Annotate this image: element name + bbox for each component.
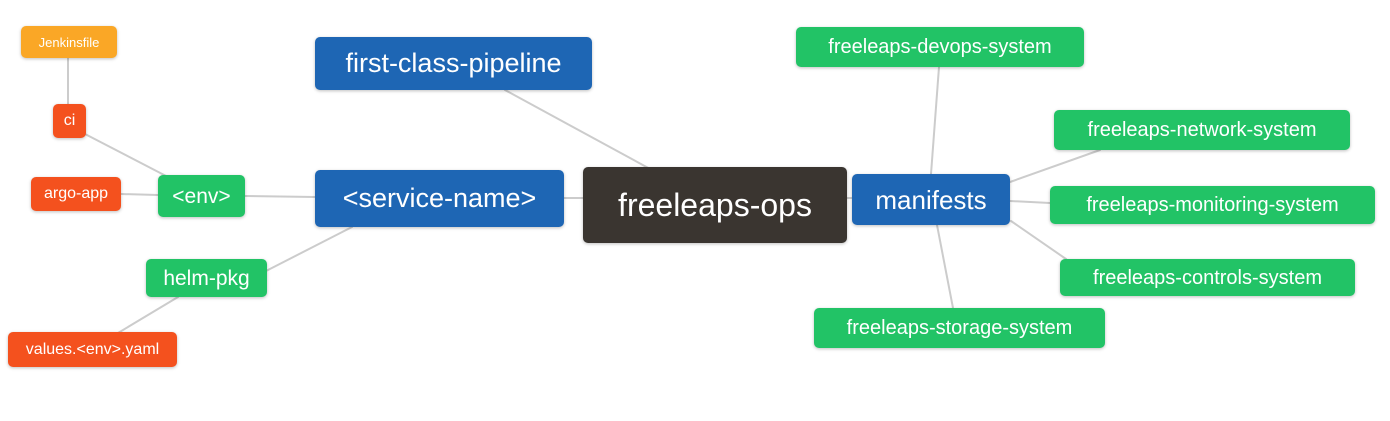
node-label: argo-app xyxy=(43,185,109,202)
node-label: freeleaps-ops xyxy=(618,187,812,223)
node-label: Jenkinsfile xyxy=(38,34,100,50)
edge-env-service-name xyxy=(244,195,316,198)
node-freeleaps-monitoring-system[interactable]: freeleaps-monitoring-system xyxy=(1050,186,1375,224)
node-label: first-class-pipeline xyxy=(345,48,562,78)
edge-service-name-helm-pkg xyxy=(265,226,353,272)
node-label: freeleaps-monitoring-system xyxy=(1086,194,1339,216)
node-env[interactable]: <env> xyxy=(158,175,245,217)
node-freeleaps-storage-system[interactable]: freeleaps-storage-system xyxy=(814,308,1105,348)
node-values-env-yaml[interactable]: values.<env>.yaml xyxy=(8,332,177,367)
node-ci[interactable]: ci xyxy=(53,104,86,138)
node-label: manifests xyxy=(875,184,987,215)
node-freeleaps-controls-system[interactable]: freeleaps-controls-system xyxy=(1060,259,1355,296)
node-label: <env> xyxy=(172,184,231,208)
node-helm-pkg[interactable]: helm-pkg xyxy=(146,259,267,297)
node-freeleaps-network-system[interactable]: freeleaps-network-system xyxy=(1054,110,1350,150)
edge-manifests-freeleaps-monitoring-system xyxy=(1009,200,1051,204)
node-label: freeleaps-storage-system xyxy=(846,317,1073,339)
edge-helm-pkg-values-env-yaml xyxy=(117,296,179,334)
edge-manifests-freeleaps-devops-system xyxy=(930,66,940,175)
edge-manifests-freeleaps-storage-system xyxy=(936,224,954,309)
node-label: <service-name> xyxy=(342,183,537,213)
node-label: helm-pkg xyxy=(163,266,250,290)
node-label: freeleaps-controls-system xyxy=(1093,266,1322,289)
node-service-name[interactable]: <service-name> xyxy=(315,170,564,227)
edge-first-class-pipeline-freeleaps-ops xyxy=(504,89,653,171)
edge-ci-env xyxy=(84,133,169,178)
node-manifests[interactable]: manifests xyxy=(852,174,1010,225)
node-label: ci xyxy=(63,112,76,129)
node-jenkinsfile[interactable]: Jenkinsfile xyxy=(21,26,117,58)
node-label: values.<env>.yaml xyxy=(25,340,160,358)
node-label: freeleaps-devops-system xyxy=(828,36,1052,58)
edge-manifests-freeleaps-network-system xyxy=(1009,149,1101,183)
node-freeleaps-devops-system[interactable]: freeleaps-devops-system xyxy=(796,27,1084,67)
node-label: freeleaps-network-system xyxy=(1087,119,1317,141)
node-argo-app[interactable]: argo-app xyxy=(31,177,121,211)
node-first-class-pipeline[interactable]: first-class-pipeline xyxy=(315,37,592,90)
node-freeleaps-ops[interactable]: freeleaps-ops xyxy=(583,167,847,243)
edge-argo-app-env xyxy=(120,193,159,196)
edge-manifests-freeleaps-controls-system xyxy=(1010,220,1067,260)
